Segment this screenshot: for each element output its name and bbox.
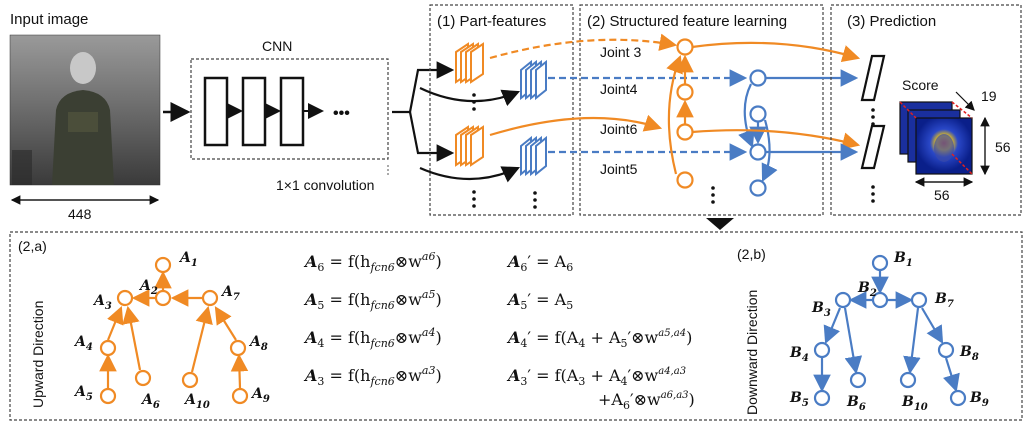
upward-direction-label: Upward Direction: [30, 301, 46, 408]
node-label-b5: B5: [789, 390, 809, 409]
node-label-a2: A2: [138, 278, 158, 297]
node-label-a1: A1: [178, 250, 198, 269]
node-label-a7: A7: [220, 284, 240, 303]
equation-a6: A6 = f(hfcn6⊗wa6): [303, 250, 442, 274]
node-label-b8: B8: [959, 344, 979, 363]
equation-a5-prime: A5′ = A5: [506, 290, 573, 312]
downward-node-labels: B1 B2 B3 B4 B5 B6 B7 B8 B9 B10: [789, 250, 989, 413]
cnn-label: CNN: [262, 38, 292, 54]
joint4-label: Joint4: [600, 81, 638, 97]
score-maps: [899, 101, 973, 175]
equation-a3: A3 = f(hfcn6⊗wa3): [303, 364, 442, 388]
input-size-label: 448: [68, 206, 92, 222]
height-label: 56: [995, 139, 1011, 155]
node-label-a3: A3: [92, 293, 112, 312]
equation-a6-prime: A6′ = A6: [506, 252, 573, 274]
blue-joint-node: [749, 69, 767, 87]
score-plane-bottom: [860, 124, 886, 170]
joint6-label: Joint6: [600, 121, 638, 137]
joint3-label: Joint 3: [600, 44, 641, 60]
orange-out-arrow-bottom: [691, 129, 861, 150]
node-label-b3: B3: [811, 300, 831, 319]
arrow-to-blue-bottom: [419, 166, 521, 183]
equation-a3-prime: A3′ = f(A3 + A4′⊗wa4,a3: [506, 366, 686, 388]
node-label-b9: B9: [969, 390, 989, 409]
node-label-a6: A6: [140, 392, 160, 411]
split-arrow-bottom: [408, 111, 455, 162]
node-label-b4: B4: [789, 345, 809, 364]
equation-a3-prime-cont: +A6′⊗wa6,a3): [598, 390, 695, 412]
orange-joint-node: [676, 123, 694, 141]
downward-tag: (2,b): [737, 246, 766, 262]
score-label: Score: [902, 77, 939, 93]
node-label-b6: B6: [846, 394, 866, 413]
orange-feature-stack-top: [455, 42, 484, 84]
part-features-box: [429, 4, 574, 216]
node-label-a5: A5: [73, 384, 93, 403]
cnn-layer-1: [203, 76, 229, 147]
orange-joint-node: [676, 171, 694, 189]
downward-direction-label: Downward Direction: [744, 290, 760, 415]
orange-out-arrow-top: [691, 41, 861, 63]
node-label-b1: B1: [893, 250, 913, 269]
orange-up-curve: [666, 54, 683, 175]
node-label-a4: A4: [73, 334, 93, 353]
arrow-to-blue-top: [419, 87, 521, 107]
depth-label: 19: [981, 88, 997, 104]
equation-a4-prime: A4′ = f(A4 + A5′⊗wa5,a4): [506, 328, 692, 350]
upward-node-labels: A1 A2 A3 A4 A5 A6 A7 A8 A9 A10: [73, 250, 270, 411]
node-label-a10: A10: [183, 392, 210, 411]
cnn-box: [190, 58, 389, 160]
equations-left: A6 = f(hfcn6⊗wa6) A5 = f(hfcn6⊗wa5) A4 =…: [303, 250, 442, 388]
width-label: 56: [934, 187, 950, 203]
structured-title: (2) Structured feature learning: [587, 13, 787, 30]
cnn-ellipsis: •••: [333, 105, 350, 122]
node-label-b7: B7: [934, 291, 954, 310]
orange-dashed-link: [489, 33, 678, 60]
node-label-b2: B2: [857, 280, 877, 299]
equation-a4: A4 = f(hfcn6⊗wa4): [303, 326, 442, 350]
node-label-a9: A9: [250, 386, 270, 405]
split-arrow-top: [392, 61, 455, 114]
blue-joint-node: [749, 143, 767, 161]
structured-box: [579, 4, 824, 216]
blue-joint-node: [749, 105, 767, 123]
lower-panel: [9, 231, 1023, 421]
node-label-b10: B10: [901, 394, 928, 413]
orange-link-joint6: [489, 114, 663, 137]
orange-joint-node: [676, 83, 694, 101]
upward-tag: (2,a): [18, 238, 47, 254]
conv-label: 1×1 convolution: [276, 177, 374, 193]
upward-tree: [99, 256, 249, 405]
part-vertical-dots: [472, 93, 537, 209]
prediction-dots: [871, 108, 875, 203]
blue-feature-stack-bottom: [520, 135, 547, 177]
blue-joint-node: [749, 179, 767, 197]
downward-tree: [813, 254, 967, 407]
cnn-layer-3: [279, 76, 305, 147]
input-photo: [9, 34, 161, 186]
orange-feature-stack-bottom: [455, 125, 484, 167]
depth-arrow: [955, 91, 975, 111]
part-features-title: (1) Part-features: [437, 13, 546, 30]
joint5-label: Joint5: [600, 161, 638, 177]
prediction-box: [830, 4, 1022, 216]
equation-a5: A5 = f(hfcn6⊗wa5): [303, 288, 442, 312]
cnn-layer-2: [241, 76, 267, 147]
down-arrow: [706, 218, 734, 230]
input-image-label: Input image: [10, 11, 88, 28]
score-plane-top: [860, 54, 886, 102]
orange-joint-node: [676, 38, 694, 56]
node-label-a8: A8: [248, 334, 268, 353]
prediction-title: (3) Prediction: [847, 13, 936, 30]
blue-feature-stack-top: [520, 59, 547, 101]
structured-dots: [711, 186, 715, 204]
equations-right: A6′ = A6 A5′ = A5 A4′ = f(A4 + A5′⊗wa5,a…: [506, 252, 695, 412]
